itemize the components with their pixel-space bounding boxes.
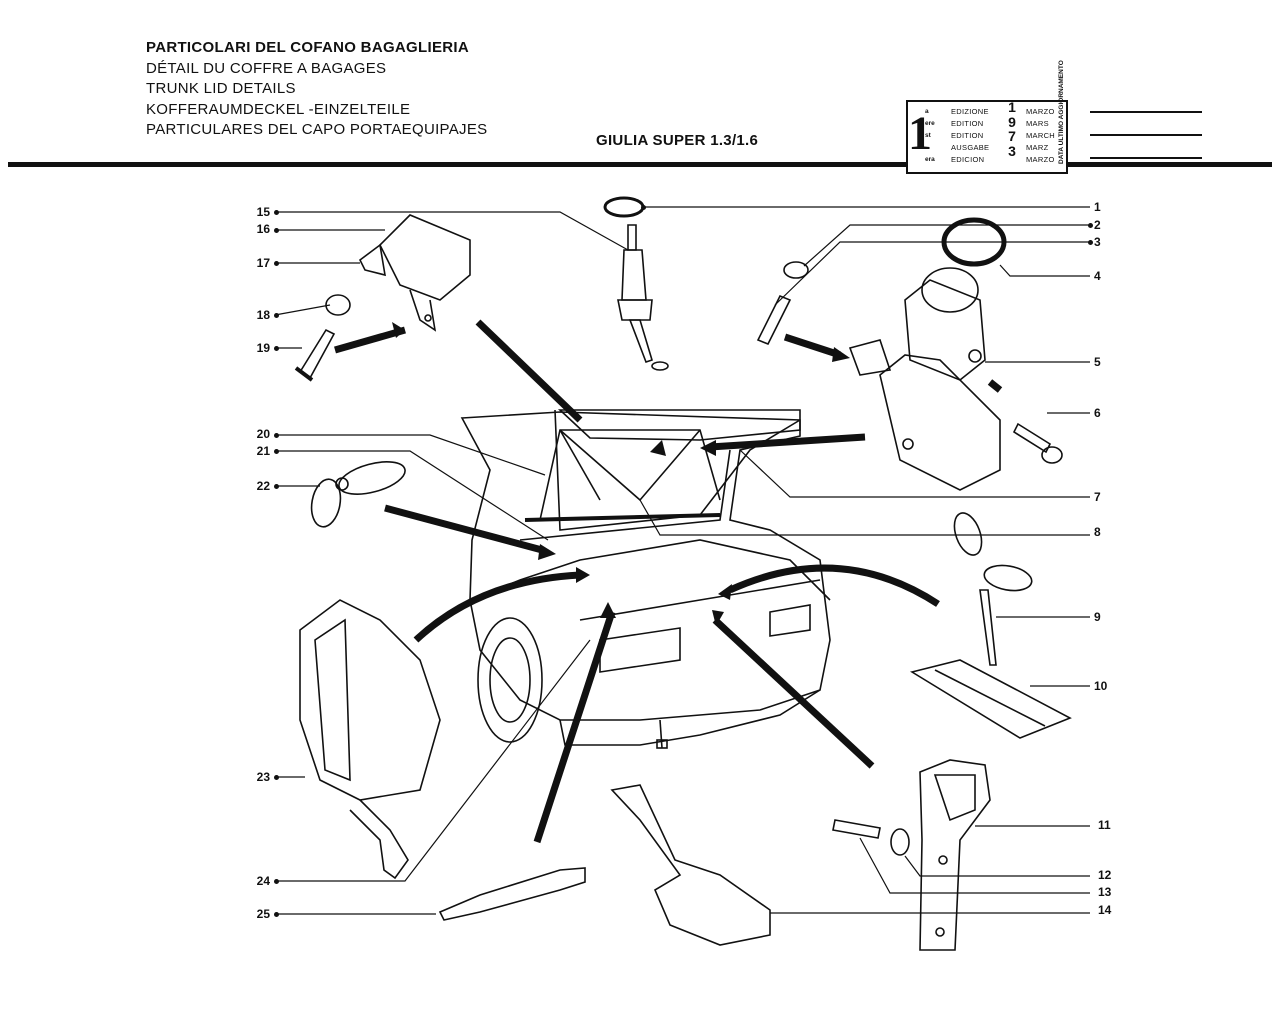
callout-6: 6 bbox=[1094, 406, 1101, 420]
leader-dot bbox=[274, 449, 279, 454]
callout-1: 1 bbox=[1094, 200, 1101, 214]
part-25-strap bbox=[438, 867, 586, 921]
part-11-handle bbox=[919, 759, 991, 951]
part-12-washer bbox=[890, 828, 910, 856]
update-line bbox=[1090, 111, 1202, 113]
edition-month: MARZO bbox=[1026, 155, 1055, 164]
part-23-lamp bbox=[299, 599, 441, 880]
edition-word: EDIZIONE bbox=[951, 107, 989, 116]
year-digit: 3 bbox=[1008, 142, 1016, 159]
callout-10: 10 bbox=[1094, 679, 1108, 693]
edition-sup: era bbox=[925, 156, 935, 163]
callout-2: 2 bbox=[1094, 218, 1101, 232]
edition-month: MARS bbox=[1026, 119, 1049, 128]
part-13-bolt bbox=[832, 819, 881, 839]
callout-11: 11 bbox=[1098, 818, 1111, 832]
callout-7: 7 bbox=[1094, 490, 1101, 504]
callout-8: 8 bbox=[1094, 525, 1101, 539]
part-15-stud bbox=[617, 224, 669, 371]
leader-dot bbox=[1088, 240, 1093, 245]
edition-sup: st bbox=[925, 132, 931, 139]
callout-20: 20 bbox=[256, 427, 270, 441]
title-french: DÉTAIL DU COFFRE A BAGAGES bbox=[146, 59, 387, 77]
edition-month: MARCH bbox=[1026, 131, 1055, 140]
part-19-screw bbox=[298, 328, 336, 380]
leader-dot bbox=[274, 775, 279, 780]
callout-5: 5 bbox=[1094, 355, 1101, 369]
leader-dot bbox=[274, 313, 279, 318]
edition-year: 1 9 7 3 bbox=[1000, 100, 1024, 158]
update-line bbox=[1090, 134, 1202, 136]
leader-lines bbox=[274, 206, 1090, 915]
part-6-screw bbox=[1012, 422, 1052, 454]
part-22-wingnut bbox=[310, 461, 406, 528]
callout-25: 25 bbox=[256, 907, 270, 921]
part-1-ring bbox=[603, 196, 645, 218]
leader-dot bbox=[274, 433, 279, 438]
callout-21: 21 bbox=[256, 444, 270, 458]
title-italian: PARTICOLARI DEL COFANO BAGAGLIERIA bbox=[146, 39, 469, 56]
edition-sup: . bbox=[925, 144, 927, 151]
title-german: KOFFERAUMDECKEL -EINZELTEILE bbox=[146, 100, 411, 118]
edition-word: EDITION bbox=[951, 119, 984, 128]
callout-24: 24 bbox=[256, 874, 270, 888]
part-14-scoop bbox=[610, 784, 771, 946]
callout-18: 18 bbox=[256, 308, 270, 322]
arrowheads bbox=[392, 322, 850, 626]
callout-4: 4 bbox=[1094, 269, 1101, 283]
callout-17: 17 bbox=[256, 256, 270, 270]
trunk-lid-drawing bbox=[524, 409, 801, 531]
leader-dot bbox=[274, 912, 279, 917]
edition-word: EDICION bbox=[951, 155, 985, 164]
edition-sup: ere bbox=[925, 120, 935, 127]
year-digit: 7 bbox=[1008, 128, 1016, 144]
part-10-plate bbox=[909, 659, 1072, 739]
part-16-hinge bbox=[358, 214, 471, 332]
leader-dot bbox=[274, 261, 279, 266]
title-spanish: PARTICULARES DEL CAPO PORTAEQUIPAJES bbox=[146, 121, 488, 138]
edition-word: AUSGABE bbox=[951, 143, 990, 152]
leader-dot bbox=[641, 205, 646, 210]
part-5-lock bbox=[848, 267, 1001, 491]
part-18-nut bbox=[325, 294, 351, 316]
callout-22: 22 bbox=[256, 479, 270, 493]
callout-14: 14 bbox=[1098, 903, 1112, 917]
pointer-arrows bbox=[334, 319, 1003, 844]
leader-dot bbox=[274, 346, 279, 351]
leader-dot bbox=[1088, 223, 1093, 228]
model-name: GIULIA SUPER 1.3/1.6 bbox=[596, 132, 759, 149]
callout-23: 23 bbox=[256, 770, 270, 784]
car-body-drawing bbox=[460, 411, 831, 749]
callout-9: 9 bbox=[1094, 610, 1101, 624]
callout-16: 16 bbox=[256, 222, 270, 236]
leader-dot bbox=[274, 484, 279, 489]
leader-dot bbox=[274, 879, 279, 884]
callout-15: 15 bbox=[256, 205, 270, 219]
edition-month: MARZO bbox=[1026, 107, 1055, 116]
edition-word: EDITION bbox=[951, 131, 984, 140]
leader-dot bbox=[274, 210, 279, 215]
edition-month: MARZ bbox=[1026, 143, 1049, 152]
year-digit: 9 bbox=[1008, 113, 1016, 130]
year-digit: 1 bbox=[1008, 99, 1016, 115]
edition-box bbox=[906, 100, 1068, 174]
callout-19: 19 bbox=[256, 341, 270, 355]
title-block: PARTICOLARI DEL COFANO BAGAGLIERIA DÉTAI… bbox=[146, 38, 487, 141]
header-rule bbox=[8, 162, 1272, 167]
title-english: TRUNK LID DETAILS bbox=[146, 80, 296, 97]
part-3-screw bbox=[756, 294, 792, 346]
edition-number: 1 bbox=[908, 107, 932, 160]
part-9-wingbolt bbox=[953, 512, 1033, 666]
part-2-grommet bbox=[783, 261, 809, 279]
edition-sup: a bbox=[925, 108, 929, 115]
callout-13: 13 bbox=[1098, 885, 1112, 899]
callout-3: 3 bbox=[1094, 235, 1101, 249]
callout-12: 12 bbox=[1098, 868, 1112, 882]
leader-dot bbox=[274, 228, 279, 233]
update-line bbox=[1090, 157, 1202, 159]
